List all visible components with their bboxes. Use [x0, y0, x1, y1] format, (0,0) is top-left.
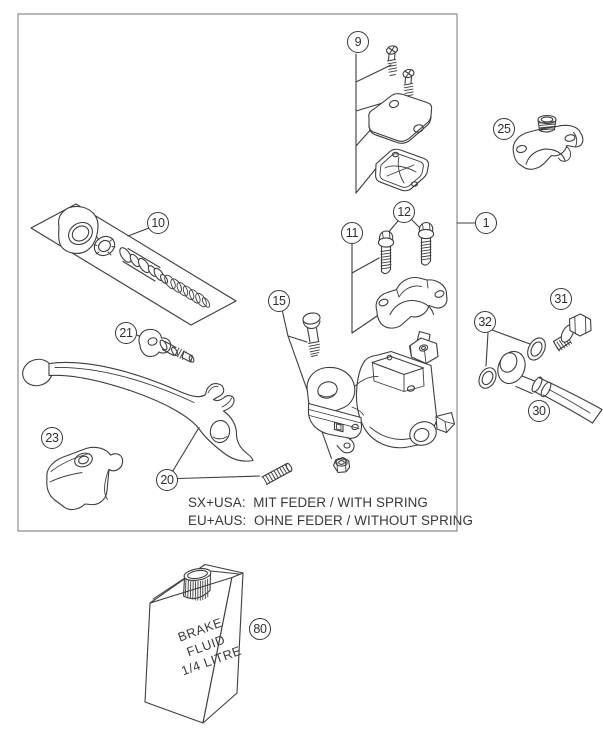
callout-30: 30 — [528, 400, 550, 422]
handlebar-clamp — [375, 277, 448, 329]
callout-20: 20 — [156, 469, 178, 491]
repair-kit — [30, 203, 237, 326]
master-cylinder-body — [306, 330, 456, 474]
brake-hose-assembly — [478, 313, 603, 424]
callout-11: 11 — [341, 222, 363, 244]
lever-spring — [261, 462, 293, 486]
callout-1: 1 — [475, 212, 497, 234]
callout-21: 21 — [115, 322, 137, 344]
callout-31: 31 — [550, 288, 572, 310]
border-frame — [17, 13, 458, 532]
variant-note-eu-aus: EU+AUS: OHNE FEDER / WITHOUT SPRING — [188, 513, 473, 528]
brake-lever — [22, 358, 254, 462]
variant-note-sx-usa: SX+USA: MIT FEDER / WITH SPRING — [188, 495, 428, 510]
lever-holder — [46, 446, 124, 511]
clamp-bolts — [377, 221, 435, 275]
reservoir-cover-assembly — [368, 45, 433, 192]
callout-23: 23 — [41, 427, 63, 449]
callout-25: 25 — [493, 118, 515, 140]
clamp-bracket — [512, 114, 584, 170]
callout-32: 32 — [474, 311, 496, 333]
leader-lines-front — [171, 426, 261, 480]
callout-9: 9 — [347, 31, 369, 53]
callout-15: 15 — [268, 290, 290, 312]
pivot-bolt — [302, 312, 321, 357]
brake-fluid-bottle — [144, 563, 244, 724]
callout-80: 80 — [249, 618, 271, 640]
callout-12: 12 — [393, 201, 415, 223]
callout-10: 10 — [147, 212, 169, 234]
adjuster-pin — [138, 328, 195, 363]
